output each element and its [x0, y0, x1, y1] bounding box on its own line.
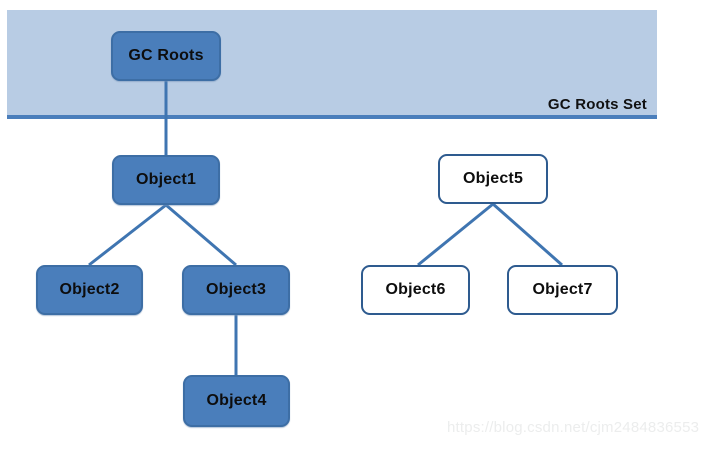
node-object1[interactable]: Object1 [112, 155, 220, 205]
edge-object5-to-object6 [417, 202, 494, 267]
edge-object1-to-object2 [88, 203, 167, 267]
node-object2[interactable]: Object2 [36, 265, 143, 315]
node-label-object6: Object6 [385, 281, 446, 298]
node-label-object5: Object5 [462, 170, 524, 187]
watermark-text: https://blog.csdn.net/cjm2484836553 [447, 419, 700, 436]
node-object3[interactable]: Object3 [182, 265, 290, 315]
node-label-gc-roots: GC Roots [128, 47, 204, 64]
edge-object5-to-object7 [492, 202, 563, 267]
node-label-object2: Object2 [59, 281, 120, 298]
node-object4[interactable]: Object4 [183, 375, 290, 427]
gc-roots-set-label: GC Roots Set [547, 96, 647, 113]
node-gc-roots[interactable]: GC Roots [111, 31, 221, 81]
node-object7[interactable]: Object7 [507, 265, 618, 315]
node-object6[interactable]: Object6 [361, 265, 470, 315]
node-object5[interactable]: Object5 [438, 154, 548, 204]
node-label-object7: Object7 [532, 281, 593, 298]
node-label-object4: Object4 [206, 392, 267, 409]
node-label-object1: Object1 [135, 171, 197, 188]
gc-roots-set-divider [7, 115, 657, 119]
edge-object1-to-object3 [165, 203, 237, 267]
node-label-object3: Object3 [205, 281, 267, 298]
